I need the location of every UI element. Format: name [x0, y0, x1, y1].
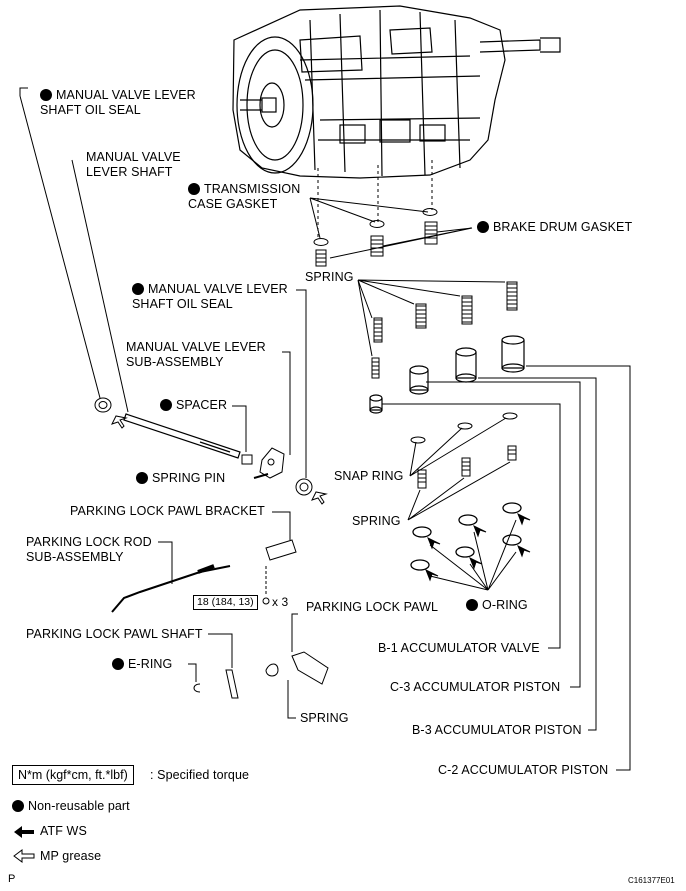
spacer: [241, 454, 253, 465]
legend-icons: [13, 826, 35, 863]
parking-lock-pawl: [291, 651, 329, 685]
label-o-ring: O-RING: [466, 598, 528, 613]
non-reusable-dot-icon: [40, 89, 52, 101]
non-reusable-dot-icon: [132, 283, 144, 295]
o-rings: [410, 502, 522, 571]
gasket-3: [422, 208, 438, 216]
transmission-housing: [232, 5, 561, 179]
legend-non-reusable: Non-reusable part: [12, 799, 130, 814]
label-parking-lock-pawl-bracket: PARKING LOCK PAWL BRACKET: [70, 504, 265, 518]
parking-lock-pawl-bracket: [265, 539, 297, 561]
bolt: [262, 597, 270, 605]
torque-value-box: 18 (184, 13): [193, 595, 258, 610]
label-manual-valve-lever-sub-assembly: MANUAL VALVE LEVER SUB-ASSEMBLY: [126, 340, 266, 369]
manual-valve-lever: [259, 447, 285, 479]
footer-code: C161377E01: [628, 876, 675, 885]
oil-seal-left: [94, 397, 112, 413]
label-b1-accumulator-valve: B-1 ACCUMULATOR VALVE: [378, 641, 540, 655]
legend-torque-box: N*m (kgf*cm, ft.*lbf): [12, 765, 134, 785]
accumulator-springs: [371, 281, 518, 379]
legend-mp-grease: MP grease: [40, 849, 102, 863]
gasket-1: [313, 238, 329, 246]
label-spring-pin: SPRING PIN: [136, 471, 225, 486]
non-reusable-dot-icon: [112, 658, 124, 670]
non-reusable-dot-icon: [12, 800, 24, 812]
non-reusable-dot-icon: [188, 183, 200, 195]
label-transmission-case-gasket: TRANSMISSION CASE GASKET: [188, 182, 301, 211]
label-oil-seal-1: MANUAL VALVE LEVER SHAFT OIL SEAL: [40, 88, 196, 117]
label-c3-accumulator-piston: C-3 ACCUMULATOR PISTON: [390, 680, 561, 694]
label-brake-drum-gasket: BRAKE DRUM GASKET: [477, 220, 632, 235]
label-parking-lock-rod: PARKING LOCK ROD SUB-ASSEMBLY: [26, 535, 152, 564]
snap-rings: [410, 412, 518, 444]
non-reusable-dot-icon: [477, 221, 489, 233]
label-spring-bottom: SPRING: [300, 711, 349, 725]
manual-valve-lever-shaft: [123, 413, 241, 459]
gasket-2: [369, 220, 385, 228]
label-spring-top: SPRING: [305, 270, 354, 284]
non-reusable-dot-icon: [160, 399, 172, 411]
accumulator-pistons: [369, 335, 525, 414]
label-parking-lock-pawl: PARKING LOCK PAWL: [306, 600, 439, 614]
parking-lock-rod: [111, 565, 231, 613]
legend-atf: ATF WS: [40, 824, 87, 838]
parking-lock-pawl-shaft: [225, 669, 239, 699]
brake-drum-springs: [315, 221, 438, 267]
label-e-ring: E-RING: [112, 657, 172, 672]
label-c2-accumulator-piston: C-2 ACCUMULATOR PISTON: [438, 763, 609, 777]
e-ring: [193, 683, 201, 693]
legend-torque-text: : Specified torque: [150, 768, 250, 782]
torque-multiplier: x 3: [272, 595, 289, 609]
label-b3-accumulator-piston: B-3 ACCUMULATOR PISTON: [412, 723, 582, 737]
label-spacer: SPACER: [160, 398, 227, 413]
label-oil-seal-2: MANUAL VALVE LEVER SHAFT OIL SEAL: [132, 282, 288, 311]
label-snap-ring: SNAP RING: [334, 469, 404, 483]
non-reusable-dot-icon: [136, 472, 148, 484]
footer-left: P: [8, 873, 16, 885]
non-reusable-dot-icon: [466, 599, 478, 611]
spring-bottom: [265, 663, 279, 677]
label-parking-lock-pawl-shaft: PARKING LOCK PAWL SHAFT: [26, 627, 203, 641]
label-manual-valve-lever-shaft: MANUAL VALVE LEVER SHAFT: [86, 150, 181, 179]
label-spring-mid: SPRING: [352, 514, 401, 528]
